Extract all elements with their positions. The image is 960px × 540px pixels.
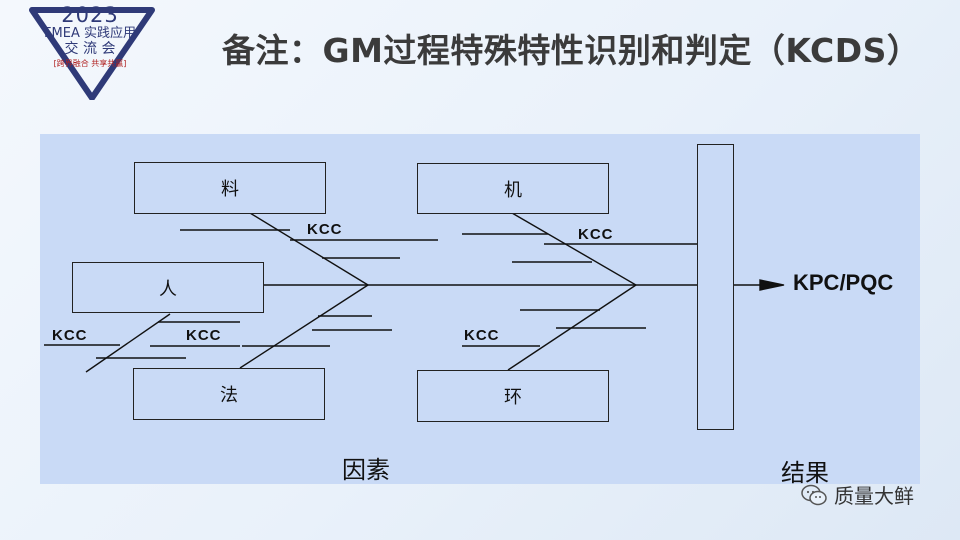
- kcc-label: KCC: [464, 327, 500, 344]
- bone-man-cause: [85, 313, 171, 373]
- logo-line-1: FMEA 实践应用: [44, 26, 136, 41]
- box-environment: 环: [417, 370, 609, 422]
- logo-slogan: [跨界融合 共享共赢]: [53, 59, 127, 68]
- watermark-text: 质量大鲜: [834, 484, 914, 508]
- spine-arrowhead: [759, 279, 785, 291]
- output-label: KPC/PQC: [793, 270, 894, 295]
- bone-method: [239, 284, 369, 369]
- slide-title: 备注：GM过程特殊特性识别和判定（KCDS）: [222, 31, 921, 70]
- box-method: 法: [133, 368, 325, 420]
- logo-triangle-icon: [29, 7, 155, 100]
- wechat-icon: [801, 484, 827, 505]
- logo-line-2: 交 流 会: [64, 41, 116, 57]
- bone-machine: [511, 212, 637, 286]
- caption-causes: 因素: [342, 456, 390, 484]
- bone-material: [249, 212, 369, 286]
- event-logo: 2023 FMEA 实践应用 交 流 会 [跨界融合 共享共赢]: [28, 4, 156, 100]
- box-material: 料: [134, 162, 326, 214]
- watermark: 质量大鲜: [800, 480, 914, 509]
- kcc-label: KCC: [578, 226, 614, 243]
- box-machine: 机: [417, 163, 609, 214]
- box-man: 人: [72, 262, 264, 313]
- kcc-label: KCC: [307, 221, 343, 238]
- kcc-label: KCC: [52, 327, 88, 344]
- caption-result: 结果: [781, 459, 829, 487]
- logo-year: 2023: [61, 3, 119, 27]
- kcc-label: KCC: [186, 327, 222, 344]
- box-result: [697, 144, 734, 430]
